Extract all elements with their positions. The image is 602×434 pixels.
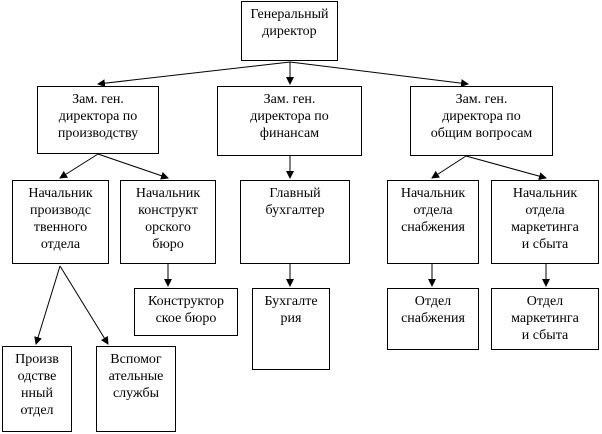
- arrow-general-to-head-marketing: [465, 155, 547, 181]
- arrow-ceo-to-general: [289, 61, 469, 88]
- arrow-ceo-to-production: [97, 61, 291, 88]
- node-head-supply-label: Начальник отдела снабжения: [400, 186, 466, 235]
- node-aux-services: Вспомог ательные службы: [96, 346, 176, 432]
- node-ceo: Генеральный директор: [241, 1, 338, 61]
- node-head-production: Начальник производс твенного отдела: [12, 180, 109, 264]
- node-accounting-label: Бухгалте рия: [264, 294, 318, 326]
- node-head-supply: Начальник отдела снабжения: [387, 180, 479, 264]
- node-chief-accountant-label: Главный бухгалтер: [265, 186, 325, 218]
- node-deputy-general: Зам. ген. директора по общим вопросам: [410, 86, 553, 156]
- node-head-marketing-label: Начальник отдела маркетинга и сбыта: [511, 186, 579, 252]
- arrow-production-to-head-design: [97, 153, 169, 180]
- arrow-head-production-to-aux-services: [59, 265, 109, 345]
- node-ceo-label: Генеральный директор: [250, 7, 329, 39]
- arrow-head-production-to-production-dept: [34, 265, 61, 345]
- node-deputy-finance: Зам. ген. директора по финансам: [217, 86, 362, 156]
- node-deputy-production: Зам. ген. директора по производству: [37, 86, 159, 154]
- node-deputy-production-label: Зам. ген. директора по производству: [57, 92, 139, 141]
- node-production-dept-label: Произв одстве нный отдел: [15, 352, 59, 418]
- node-marketing-dept: Отдел маркетинга и сбыта: [491, 288, 599, 350]
- node-head-design: Начальник конструкт орского бюро: [120, 180, 216, 264]
- node-accounting: Бухгалте рия: [252, 288, 330, 370]
- node-supply-dept-label: Отдел снабжения: [401, 294, 465, 326]
- node-deputy-general-label: Зам. ген. директора по общим вопросам: [430, 92, 533, 141]
- node-aux-services-label: Вспомог ательные службы: [108, 352, 164, 401]
- node-design-bureau-label: Конструктор ское бюро: [147, 294, 224, 326]
- node-head-design-label: Начальник конструкт орского бюро: [135, 186, 201, 252]
- node-production-dept: Произв одстве нный отдел: [2, 346, 72, 432]
- arrow-general-to-head-supply: [431, 155, 467, 179]
- node-chief-accountant: Главный бухгалтер: [240, 180, 350, 264]
- node-head-marketing: Начальник отдела маркетинга и сбыта: [491, 180, 599, 264]
- node-marketing-dept-label: Отдел маркетинга и сбыта: [511, 294, 579, 343]
- arrow-production-to-head-production: [59, 153, 99, 179]
- node-deputy-finance-label: Зам. ген. директора по финансам: [250, 92, 329, 141]
- node-design-bureau: Конструктор ское бюро: [134, 288, 238, 336]
- node-head-production-label: Начальник производс твенного отдела: [28, 186, 93, 252]
- node-supply-dept: Отдел снабжения: [387, 288, 479, 350]
